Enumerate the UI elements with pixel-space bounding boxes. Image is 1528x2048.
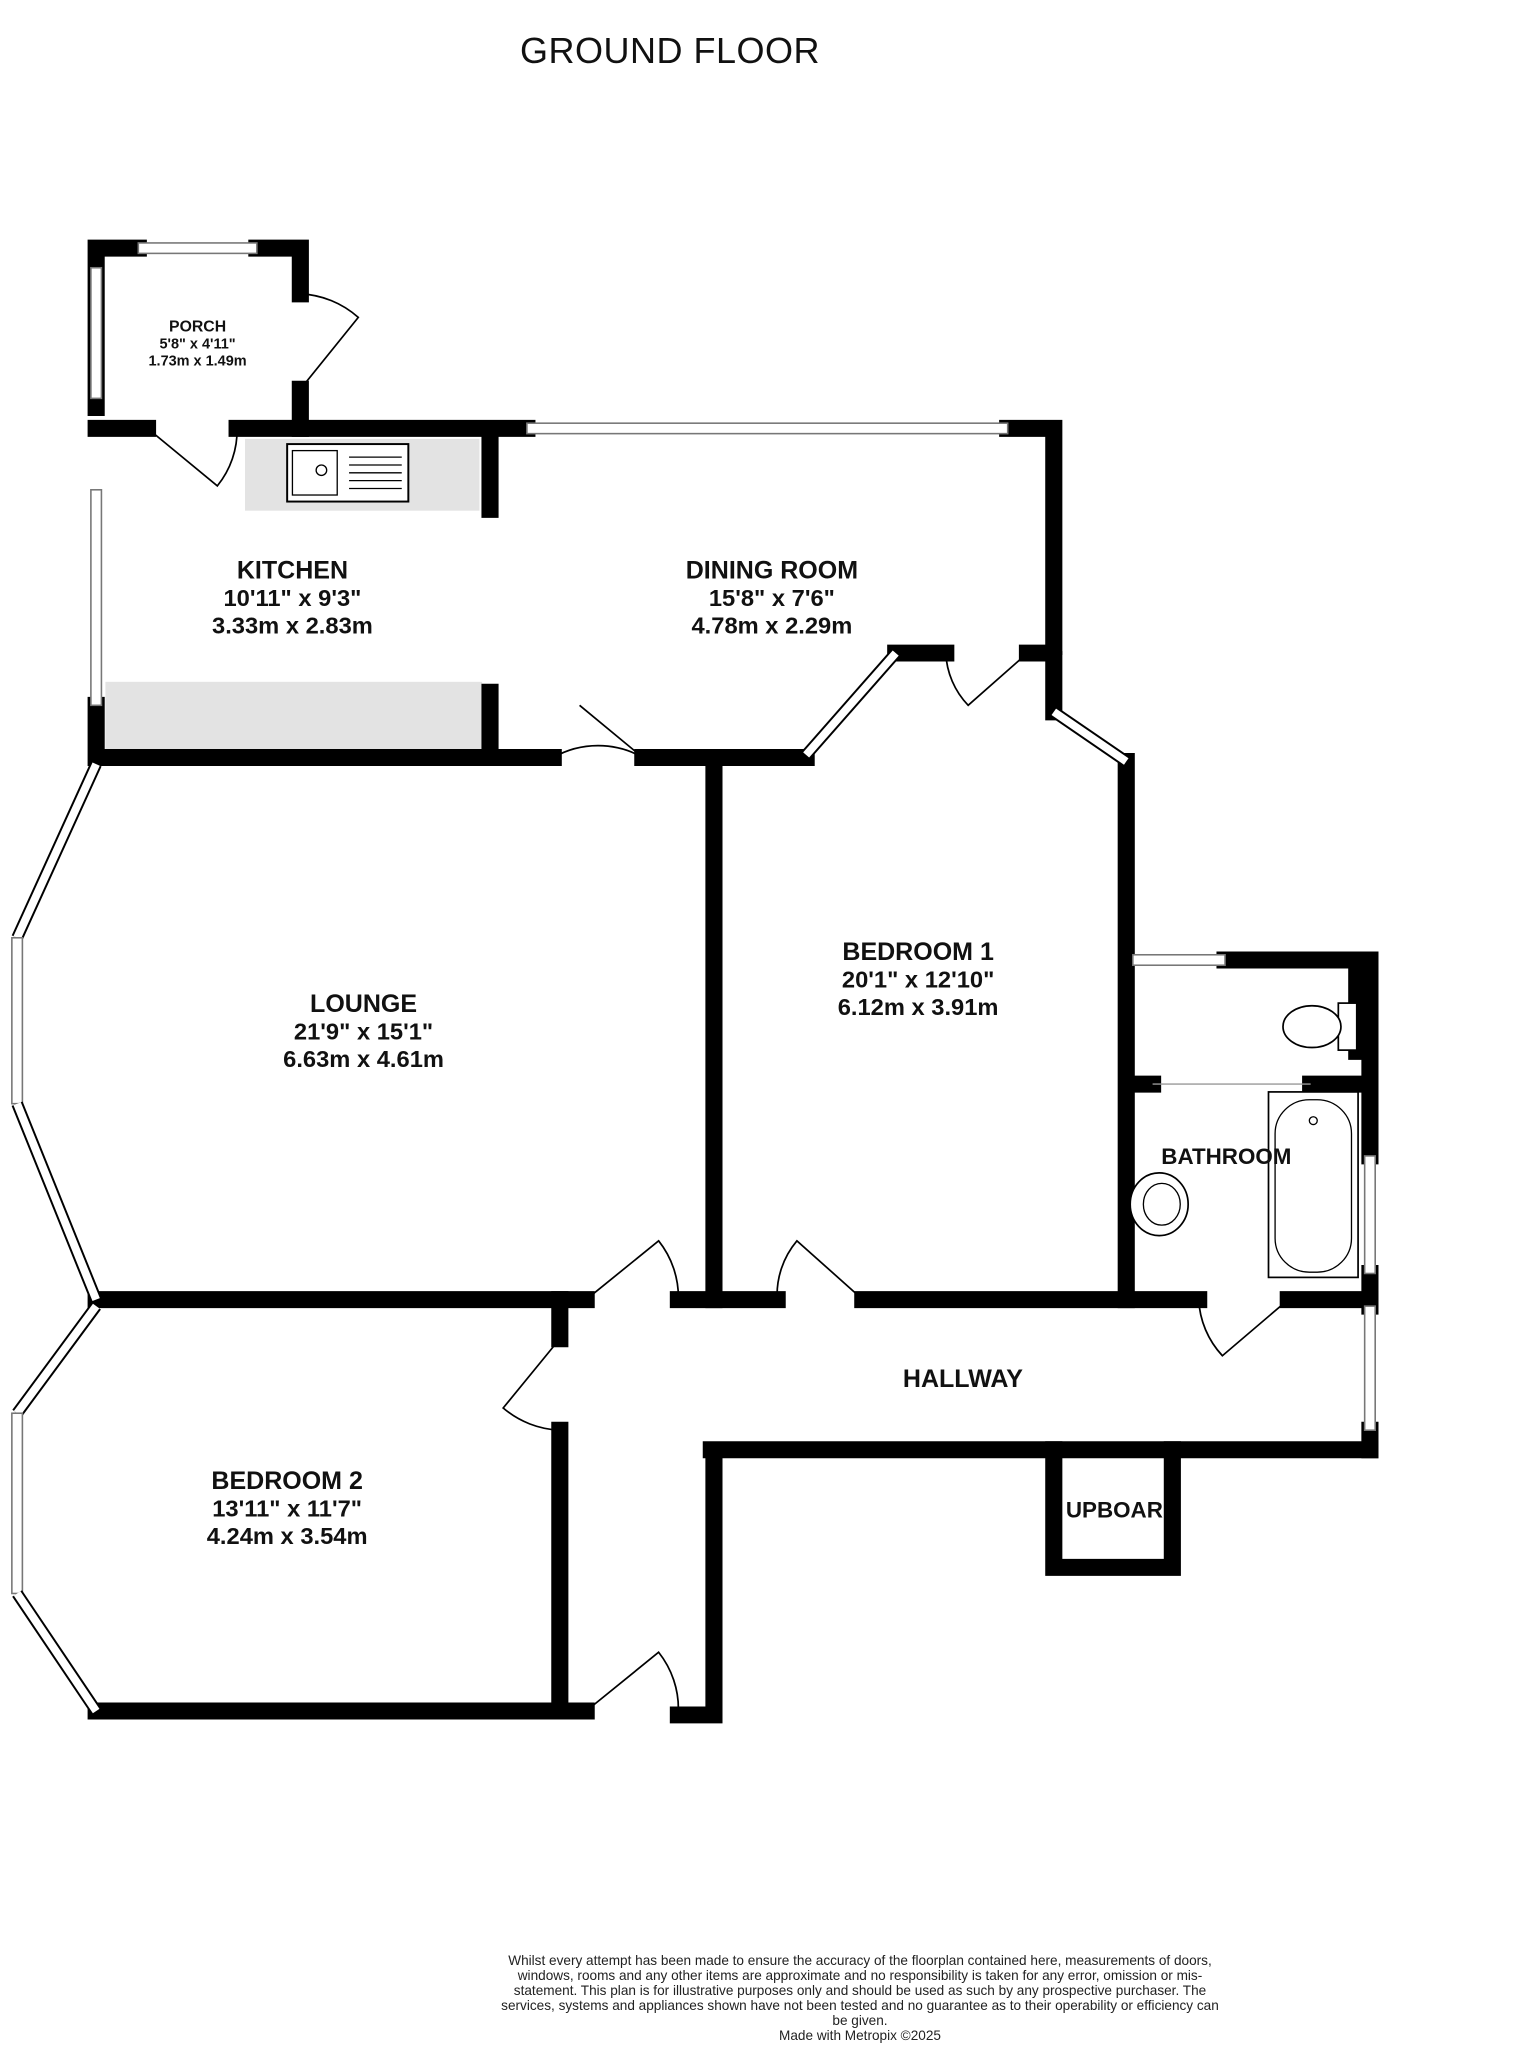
floor-title: GROUND FLOOR bbox=[519, 30, 820, 71]
bedroom2-name: BEDROOM 2 bbox=[211, 1467, 362, 1495]
kitchen-name: KITCHEN bbox=[237, 557, 348, 585]
dining-name: DINING ROOM bbox=[686, 557, 858, 585]
sink-icon bbox=[286, 443, 410, 503]
dining-metric: 4.78m x 2.29m bbox=[691, 614, 852, 640]
label-kitchen: KITCHEN 10'11" x 9'3" 3.33m x 2.83m bbox=[212, 557, 373, 640]
hallway-name: HALLWAY bbox=[903, 1365, 1023, 1393]
porch-imperial: 5'8" x 4'11" bbox=[160, 337, 236, 353]
toilet-icon bbox=[1282, 1002, 1358, 1051]
label-bedroom2: BEDROOM 2 13'11" x 11'7" 4.24m x 3.54m bbox=[207, 1467, 368, 1550]
bedroom1-name: BEDROOM 1 bbox=[842, 938, 994, 966]
cupboard-name: UPBOAR bbox=[1066, 1498, 1163, 1523]
bathroom-name: BATHROOM bbox=[1161, 1144, 1291, 1169]
lounge-name: LOUNGE bbox=[310, 990, 417, 1018]
bedroom1-imperial: 20'1" x 12'10" bbox=[842, 968, 994, 994]
credit-text: Made with Metropix ©2025 bbox=[779, 2028, 941, 2043]
bedroom2-imperial: 13'11" x 11'7" bbox=[212, 1496, 362, 1522]
basin-icon bbox=[1129, 1172, 1190, 1237]
kitchen-metric: 3.33m x 2.83m bbox=[212, 614, 373, 640]
bedroom1-metric: 6.12m x 3.91m bbox=[838, 995, 999, 1021]
dining-imperial: 15'8" x 7'6" bbox=[709, 586, 835, 612]
label-lounge: LOUNGE 21'9" x 15'1" 6.63m x 4.61m bbox=[283, 990, 444, 1073]
walls bbox=[87, 239, 1379, 1724]
bedroom2-metric: 4.24m x 3.54m bbox=[207, 1524, 368, 1550]
kitchen-imperial: 10'11" x 9'3" bbox=[223, 586, 361, 612]
porch-name: PORCH bbox=[169, 319, 226, 336]
windows bbox=[11, 242, 1376, 1715]
label-bedroom1: BEDROOM 1 20'1" x 12'10" 6.12m x 3.91m bbox=[838, 938, 999, 1021]
lounge-imperial: 21'9" x 15'1" bbox=[294, 1020, 433, 1046]
porch-metric: 1.73m x 1.49m bbox=[149, 354, 247, 370]
kitchen-worktop bbox=[105, 681, 483, 750]
label-dining: DINING ROOM 15'8" x 7'6" 4.78m x 2.29m bbox=[686, 557, 858, 640]
lounge-metric: 6.63m x 4.61m bbox=[283, 1047, 444, 1073]
bathtub-icon bbox=[1267, 1091, 1359, 1279]
disclaimer-text: Whilst every attempt has been made to en… bbox=[501, 1953, 1219, 2028]
label-porch: PORCH 5'8" x 4'11" 1.73m x 1.49m bbox=[149, 319, 247, 370]
doors bbox=[146, 293, 1289, 1712]
disclaimer: Whilst every attempt has been made to en… bbox=[500, 1953, 1220, 2043]
